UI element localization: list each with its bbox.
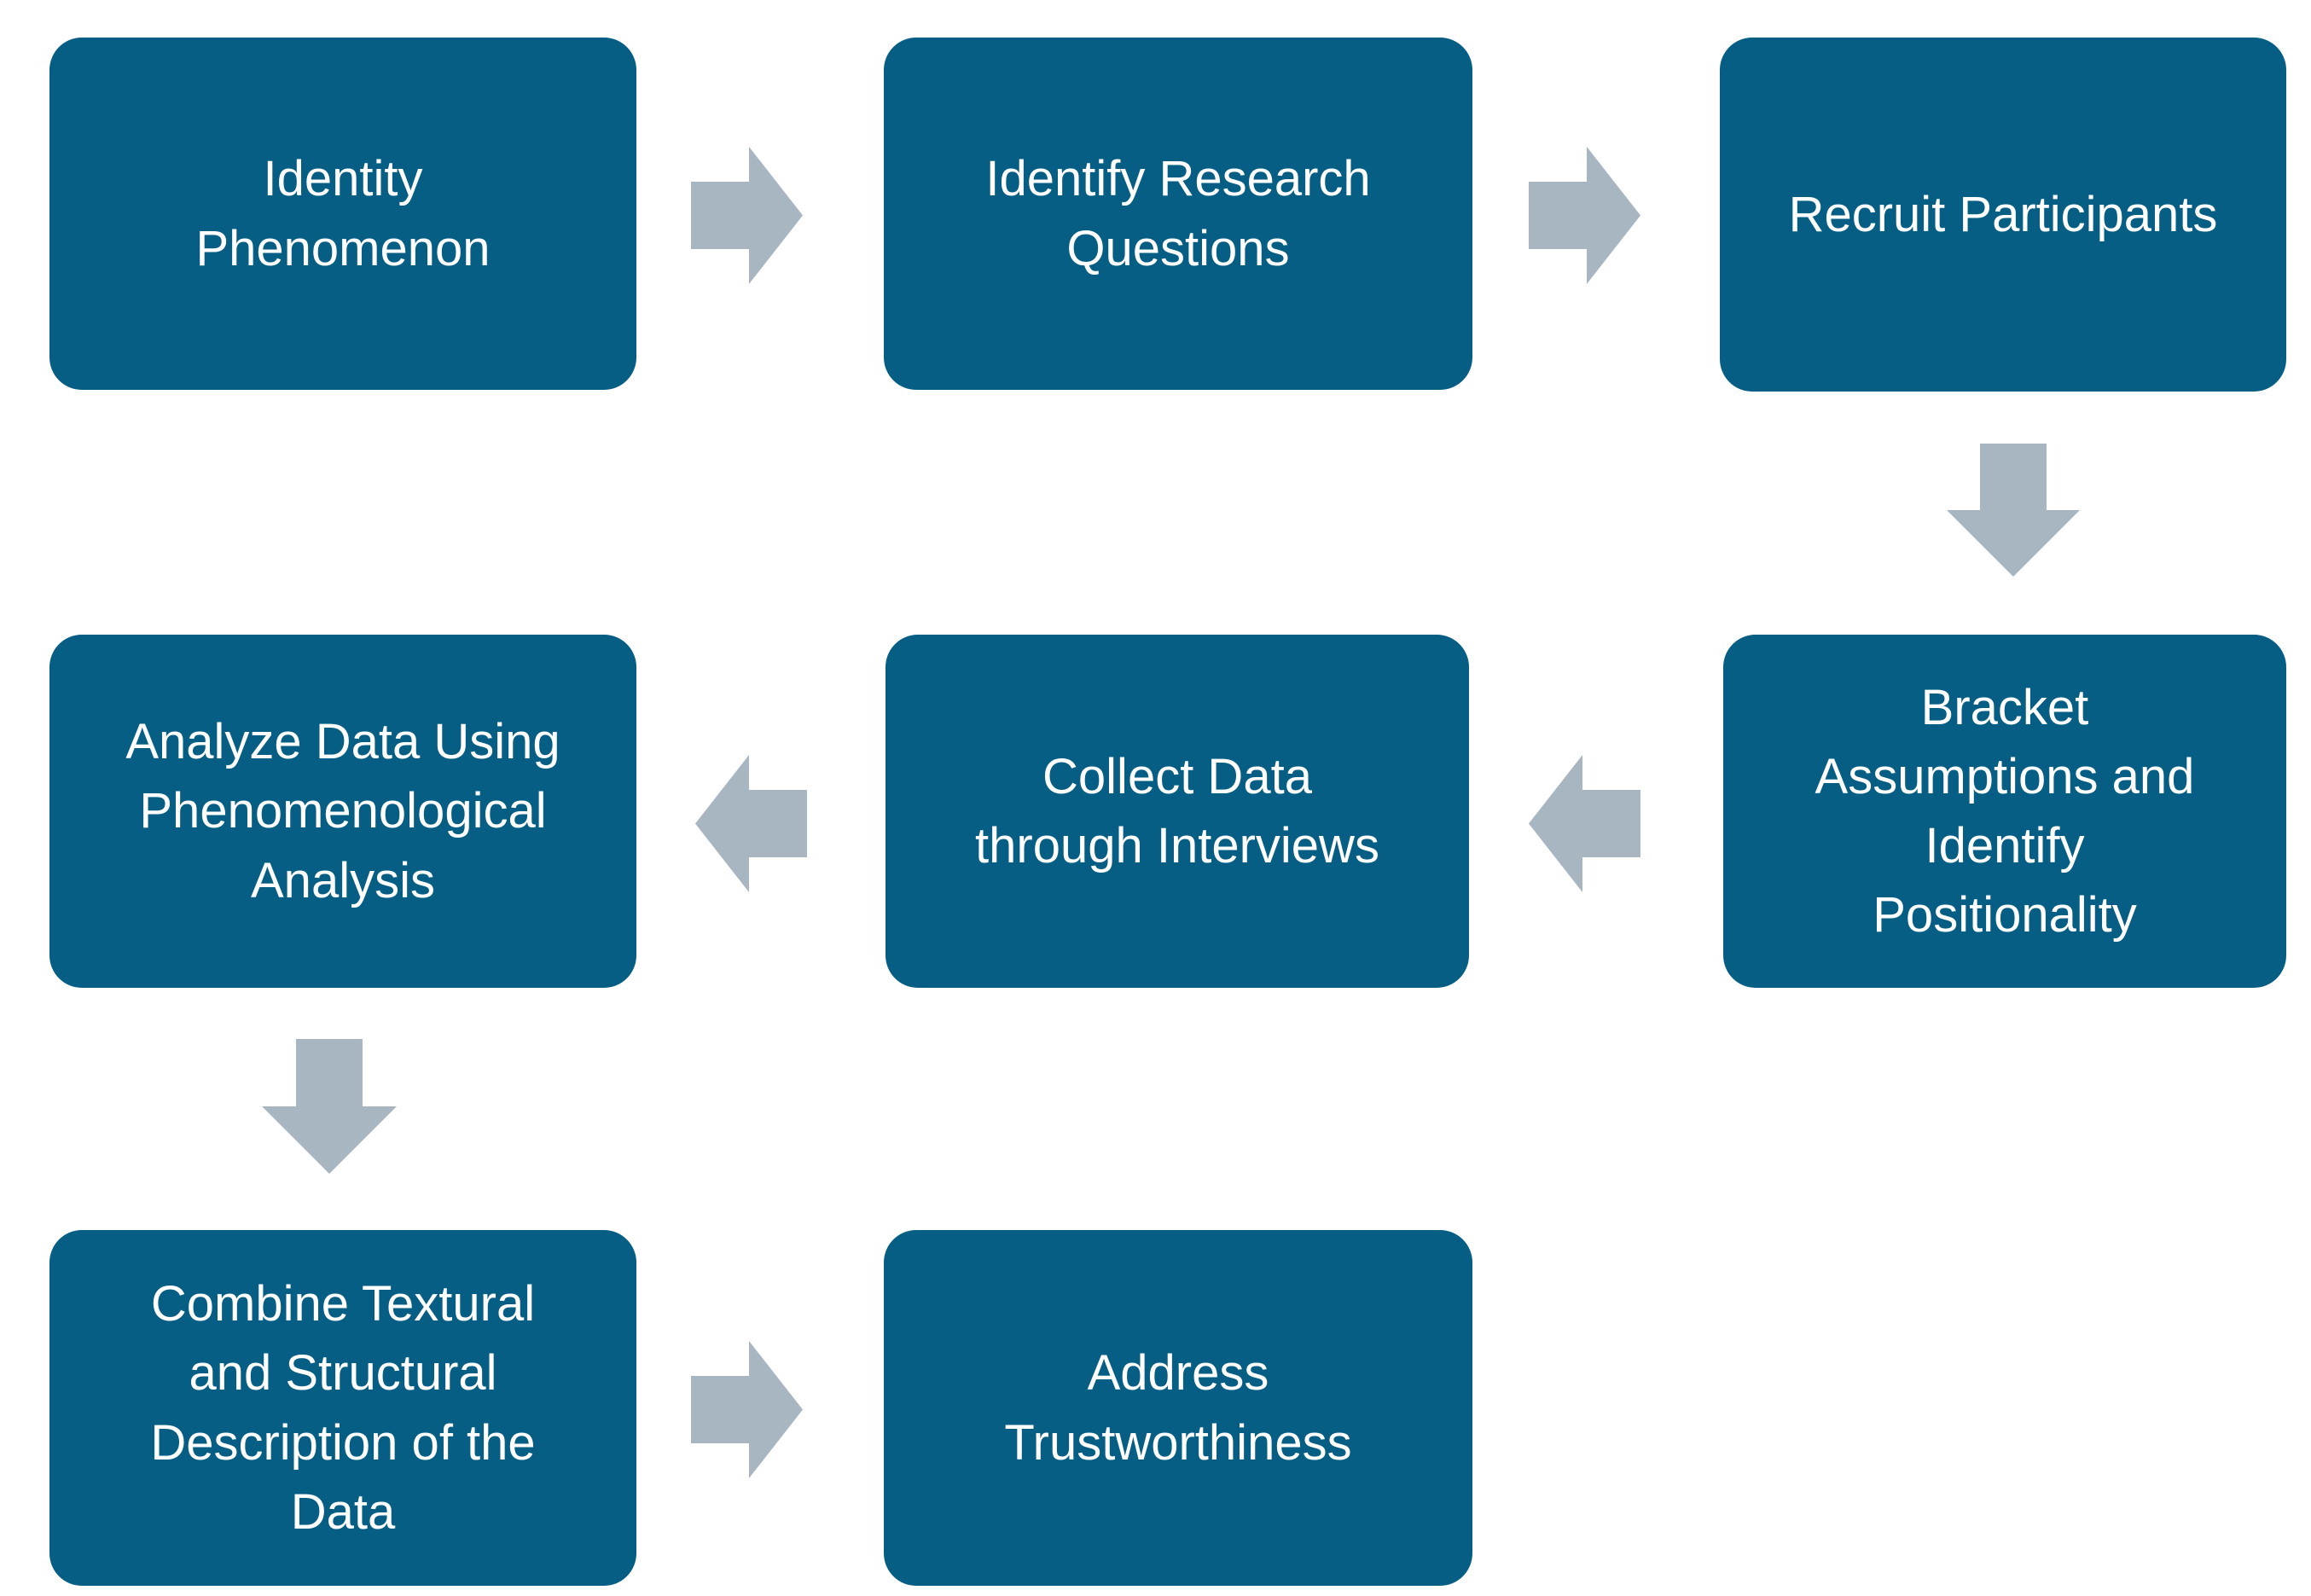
node-label: Address Trustworthiness [1004,1345,1352,1471]
node-label: Bracket Assumptions and Identify Positio… [1815,679,2195,943]
arrow-left-icon [1529,755,1640,892]
arrow-right-shape [1529,147,1640,284]
arrow-right-icon [1529,147,1640,284]
arrow-left-icon [695,755,807,892]
node-label: Identity Phenomenon [195,151,491,276]
node-label: Identify Research Questions [985,151,1371,276]
node-collect-data-through-interviews: Collect Data through Interviews [885,635,1469,988]
arrow-left-shape [695,755,807,892]
node-combine-textural-structural-description: Combine Textural and Structural Descript… [49,1230,636,1586]
arrow-down-icon [262,1039,397,1174]
node-identity-phenomenon: Identity Phenomenon [49,38,636,390]
arrow-right-icon [691,147,803,284]
arrow-right-shape [691,1341,803,1478]
node-label: Recruit Participants [1788,186,2218,242]
node-analyze-data-phenomenological-analysis: Analyze Data Using Phenomenological Anal… [49,635,636,988]
arrow-down-shape [262,1039,397,1174]
arrow-right-shape [691,147,803,284]
arrow-down-icon [1947,444,2080,577]
node-recruit-participants: Recruit Participants [1720,38,2286,392]
node-identify-research-questions: Identify Research Questions [884,38,1472,390]
node-label: Combine Textural and Structural Descript… [150,1276,536,1540]
node-label: Collect Data through Interviews [975,748,1379,873]
arrow-right-icon [691,1341,803,1478]
node-label: Analyze Data Using Phenomenological Anal… [125,714,560,908]
arrow-left-shape [1529,755,1640,892]
node-address-trustworthiness: Address Trustworthiness [884,1230,1472,1586]
arrow-down-shape [1947,444,2080,577]
node-bracket-assumptions-identify-positionality: Bracket Assumptions and Identify Positio… [1723,635,2286,988]
